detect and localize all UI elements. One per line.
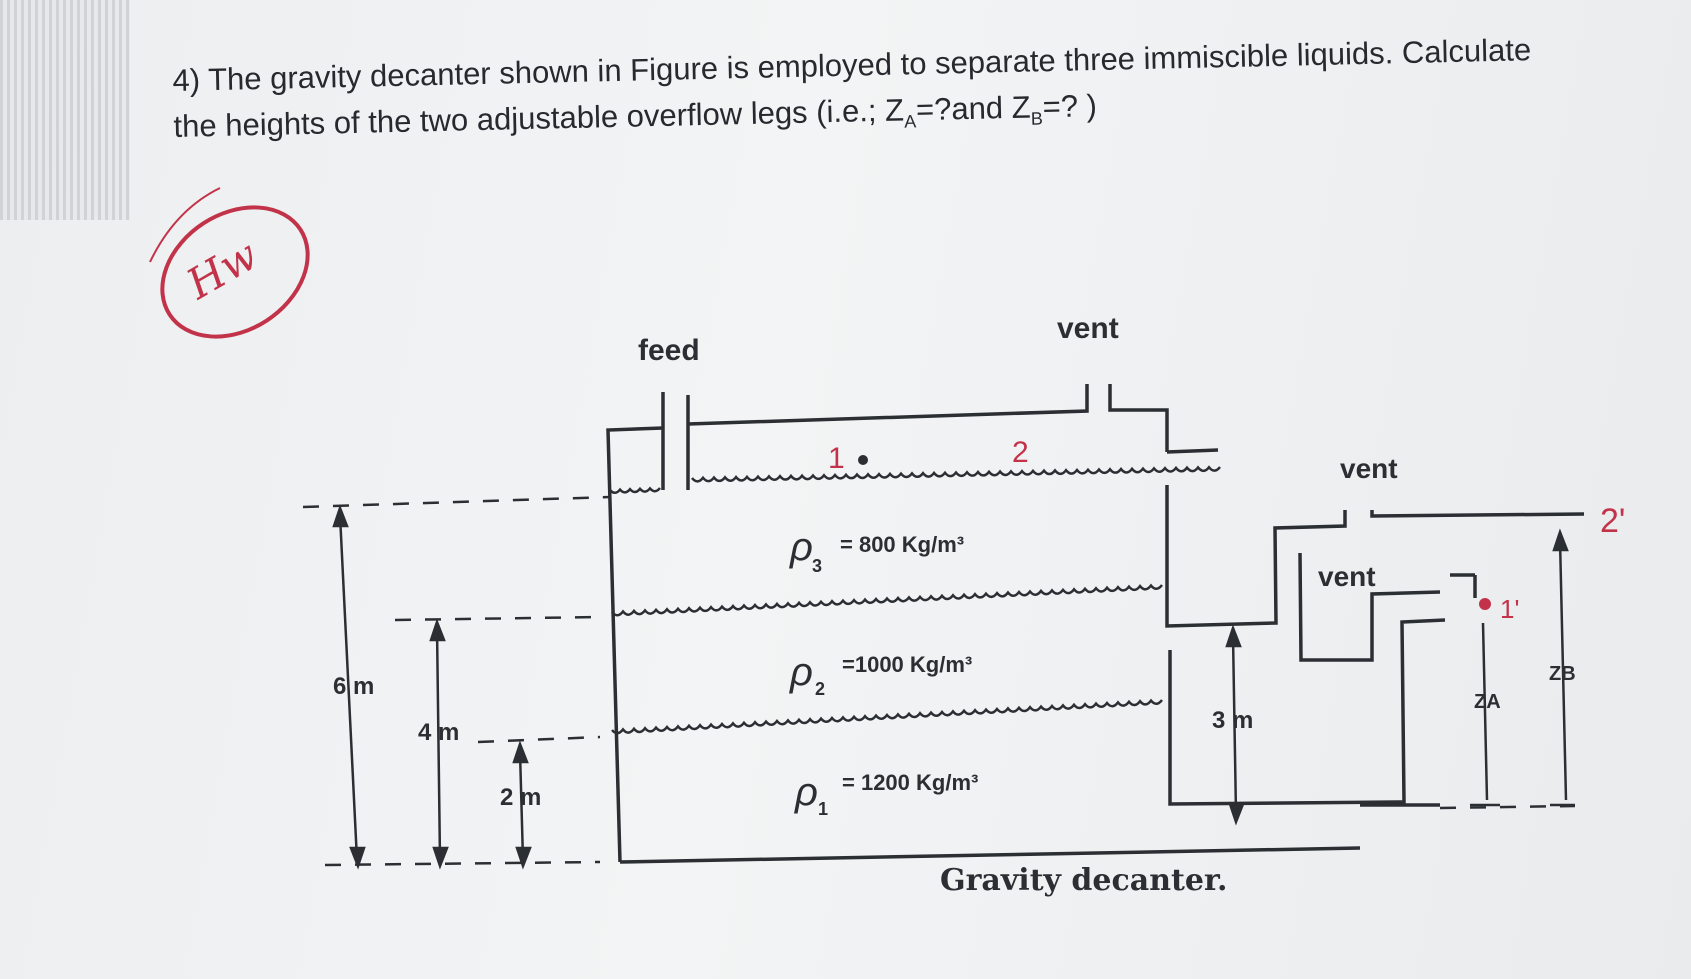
svg-text:3: 3	[812, 556, 822, 576]
point-1-prime-marker	[1479, 598, 1491, 610]
dim-2m-label: 2 m	[500, 784, 541, 811]
decanter-vessel	[606, 384, 1585, 864]
svg-text:ρ: ρ	[789, 650, 813, 694]
figure-caption: Gravity decanter.	[940, 863, 1227, 898]
handwritten-hw-note: Hw	[149, 187, 310, 339]
vent-top-label: vent	[1057, 312, 1119, 345]
page-edge-texture	[0, 0, 130, 220]
feed-label: feed	[638, 334, 700, 367]
interface-top	[691, 465, 1221, 483]
interface-1000-1200	[611, 698, 1163, 735]
dimension-arrows	[332, 504, 1575, 870]
point-2-label: 2	[1012, 436, 1029, 469]
vent-low-label: vent	[1318, 561, 1376, 592]
point-1-marker	[858, 455, 868, 465]
svg-text:ρ: ρ	[794, 770, 818, 814]
dim-4m-label: 4 m	[418, 719, 459, 746]
svg-text:=1000 Kg/m³: =1000 Kg/m³	[842, 652, 972, 677]
za-label: ZA	[1474, 691, 1501, 713]
density-rho1: ρ 1 = 1200 Kg/m³	[794, 770, 978, 819]
zb-label: ZB	[1549, 663, 1576, 685]
point-2-prime-label: 2'	[1600, 502, 1625, 540]
point-1-prime-label: 1'	[1500, 594, 1519, 624]
dim-6m-label: 6 m	[333, 673, 374, 700]
dim-3m-label: 3 m	[1212, 707, 1253, 734]
density-rho3: ρ 3 = 800 Kg/m³	[789, 525, 964, 576]
point-1-label: 1	[828, 442, 845, 475]
density-rho2: ρ 2 =1000 Kg/m³	[789, 650, 972, 699]
hw-text: Hw	[178, 230, 266, 309]
svg-text:2: 2	[815, 679, 825, 699]
svg-text:= 800 Kg/m³: = 800 Kg/m³	[840, 532, 964, 557]
interface-feed	[609, 486, 661, 495]
interface-800-1000	[611, 583, 1163, 617]
svg-text:1: 1	[818, 799, 828, 819]
svg-text:= 1200 Kg/m³: = 1200 Kg/m³	[842, 770, 978, 795]
dashed-reference-lines	[302, 495, 1576, 867]
svg-text:ρ: ρ	[789, 525, 813, 569]
liquid-interfaces	[609, 465, 1221, 735]
vent-mid-label: vent	[1340, 453, 1398, 484]
